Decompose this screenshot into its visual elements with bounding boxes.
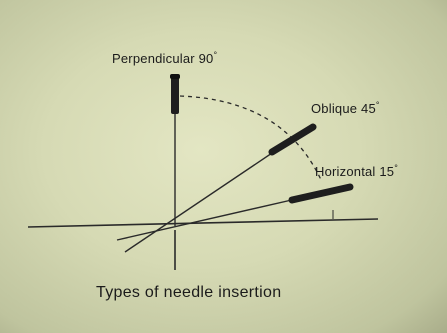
degree-symbol: ° [375, 100, 380, 110]
label-oblique-text: Oblique 45 [311, 101, 376, 116]
needle-horizontal [116, 183, 354, 241]
degree-symbol: ° [213, 50, 218, 60]
label-horizontal-text: Horizontal 15 [315, 164, 395, 179]
figure-caption: Types of needle insertion [96, 284, 282, 301]
needle-oblique [124, 123, 317, 253]
needle-perpendicular [170, 74, 180, 226]
label-perpendicular-text: Perpendicular 90 [112, 51, 214, 66]
degree-symbol: ° [394, 163, 399, 173]
angle-arc [179, 95, 323, 183]
label-perpendicular: Perpendicular 90° [112, 50, 217, 66]
label-oblique: Oblique 45° [311, 100, 380, 116]
horizontal-axis [27, 218, 379, 228]
label-horizontal: Horizontal 15° [315, 163, 398, 179]
